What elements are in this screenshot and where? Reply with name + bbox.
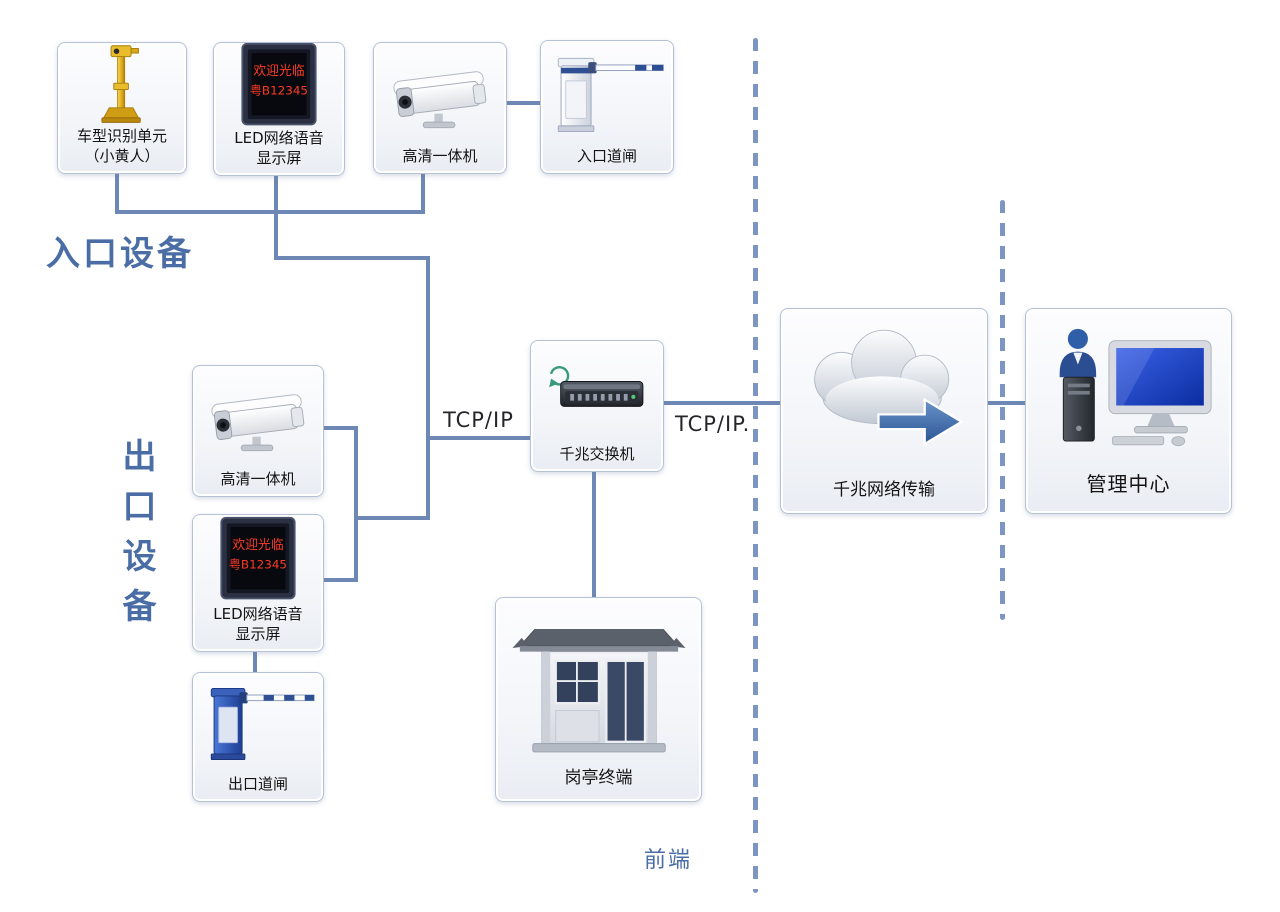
node-camera-entrance: 高清一体机 bbox=[373, 42, 507, 174]
connector-line bbox=[354, 426, 358, 582]
node-led-exit: 欢迎光临 粤B12345 LED网络语音 显示屏 bbox=[192, 514, 324, 652]
camera-icon bbox=[193, 366, 323, 470]
connector-line bbox=[274, 256, 430, 260]
node-switch: 千兆交换机 bbox=[530, 340, 664, 472]
tcpip-right-label: TCP/IP. bbox=[675, 412, 751, 436]
node-management-center: 管理中心 bbox=[1025, 308, 1232, 514]
connector-line bbox=[356, 516, 430, 520]
led-screen-line1: 欢迎光临 bbox=[232, 538, 283, 553]
entrance-group-label: 入口设备 bbox=[46, 234, 194, 274]
connector-line bbox=[115, 210, 425, 214]
node-label: 车型识别单元 bbox=[76, 127, 167, 145]
node-label: 显示屏 bbox=[256, 148, 302, 167]
connector-line bbox=[426, 436, 530, 440]
connector-line bbox=[426, 256, 430, 520]
connector-line bbox=[322, 578, 358, 582]
node-label: 岗亭终端 bbox=[564, 767, 633, 788]
dashed-separator-front bbox=[753, 38, 758, 893]
connector-line bbox=[253, 650, 257, 672]
node-booth: 岗亭终端 bbox=[495, 597, 702, 802]
connector-line bbox=[662, 401, 780, 405]
connector-line bbox=[592, 470, 596, 597]
cloud-network-icon bbox=[781, 309, 987, 479]
connector-line bbox=[322, 426, 358, 430]
network-switch-icon bbox=[531, 341, 663, 445]
led-screen-line2: 粤B12345 bbox=[229, 557, 287, 571]
node-network-transmission: 千兆网络传输 bbox=[780, 308, 988, 514]
connector-line bbox=[274, 172, 278, 260]
node-entrance-gate: 入口道闸 bbox=[540, 40, 674, 174]
node-vehicle-recognition: 车型识别单元 （小黄人） bbox=[57, 42, 187, 174]
front-end-label: 前端 bbox=[644, 848, 693, 873]
barrier-gate-icon bbox=[193, 673, 323, 775]
led-display-icon: 欢迎光临 粤B12345 bbox=[193, 515, 323, 605]
camera-icon bbox=[374, 43, 506, 147]
management-workstation-icon bbox=[1026, 309, 1231, 471]
node-label: 入口道闸 bbox=[576, 146, 637, 165]
node-led-entrance: 欢迎光临 粤B12345 LED网络语音 显示屏 bbox=[213, 42, 345, 176]
exit-group-label: 出口设备 bbox=[116, 438, 156, 638]
connector-line bbox=[505, 101, 540, 105]
guard-booth-icon bbox=[496, 598, 701, 767]
vehicle-recognition-icon bbox=[58, 43, 186, 127]
tcpip-left-label: TCP/IP bbox=[443, 408, 514, 432]
node-camera-exit: 高清一体机 bbox=[192, 365, 324, 497]
barrier-gate-icon bbox=[541, 41, 673, 147]
node-label: LED网络语音 bbox=[213, 605, 303, 623]
node-label: 管理中心 bbox=[1086, 472, 1171, 496]
node-exit-gate: 出口道闸 bbox=[192, 672, 324, 802]
node-label: 高清一体机 bbox=[220, 469, 296, 488]
led-display-icon: 欢迎光临 粤B12345 bbox=[214, 43, 344, 129]
node-label: 千兆网络传输 bbox=[833, 479, 935, 500]
connector-line bbox=[421, 172, 425, 214]
node-label: （小黄人） bbox=[84, 146, 160, 165]
led-screen-line2: 粤B12345 bbox=[250, 83, 308, 97]
node-label: 高清一体机 bbox=[402, 146, 478, 165]
node-label: LED网络语音 bbox=[234, 129, 324, 147]
node-label: 出口道闸 bbox=[227, 774, 288, 793]
dashed-separator-right bbox=[1000, 200, 1005, 620]
connector-line bbox=[986, 401, 1025, 405]
node-label: 千兆交换机 bbox=[559, 444, 635, 463]
led-screen-line1: 欢迎光临 bbox=[253, 64, 304, 79]
node-label: 显示屏 bbox=[235, 624, 281, 643]
connector-line bbox=[115, 172, 119, 214]
